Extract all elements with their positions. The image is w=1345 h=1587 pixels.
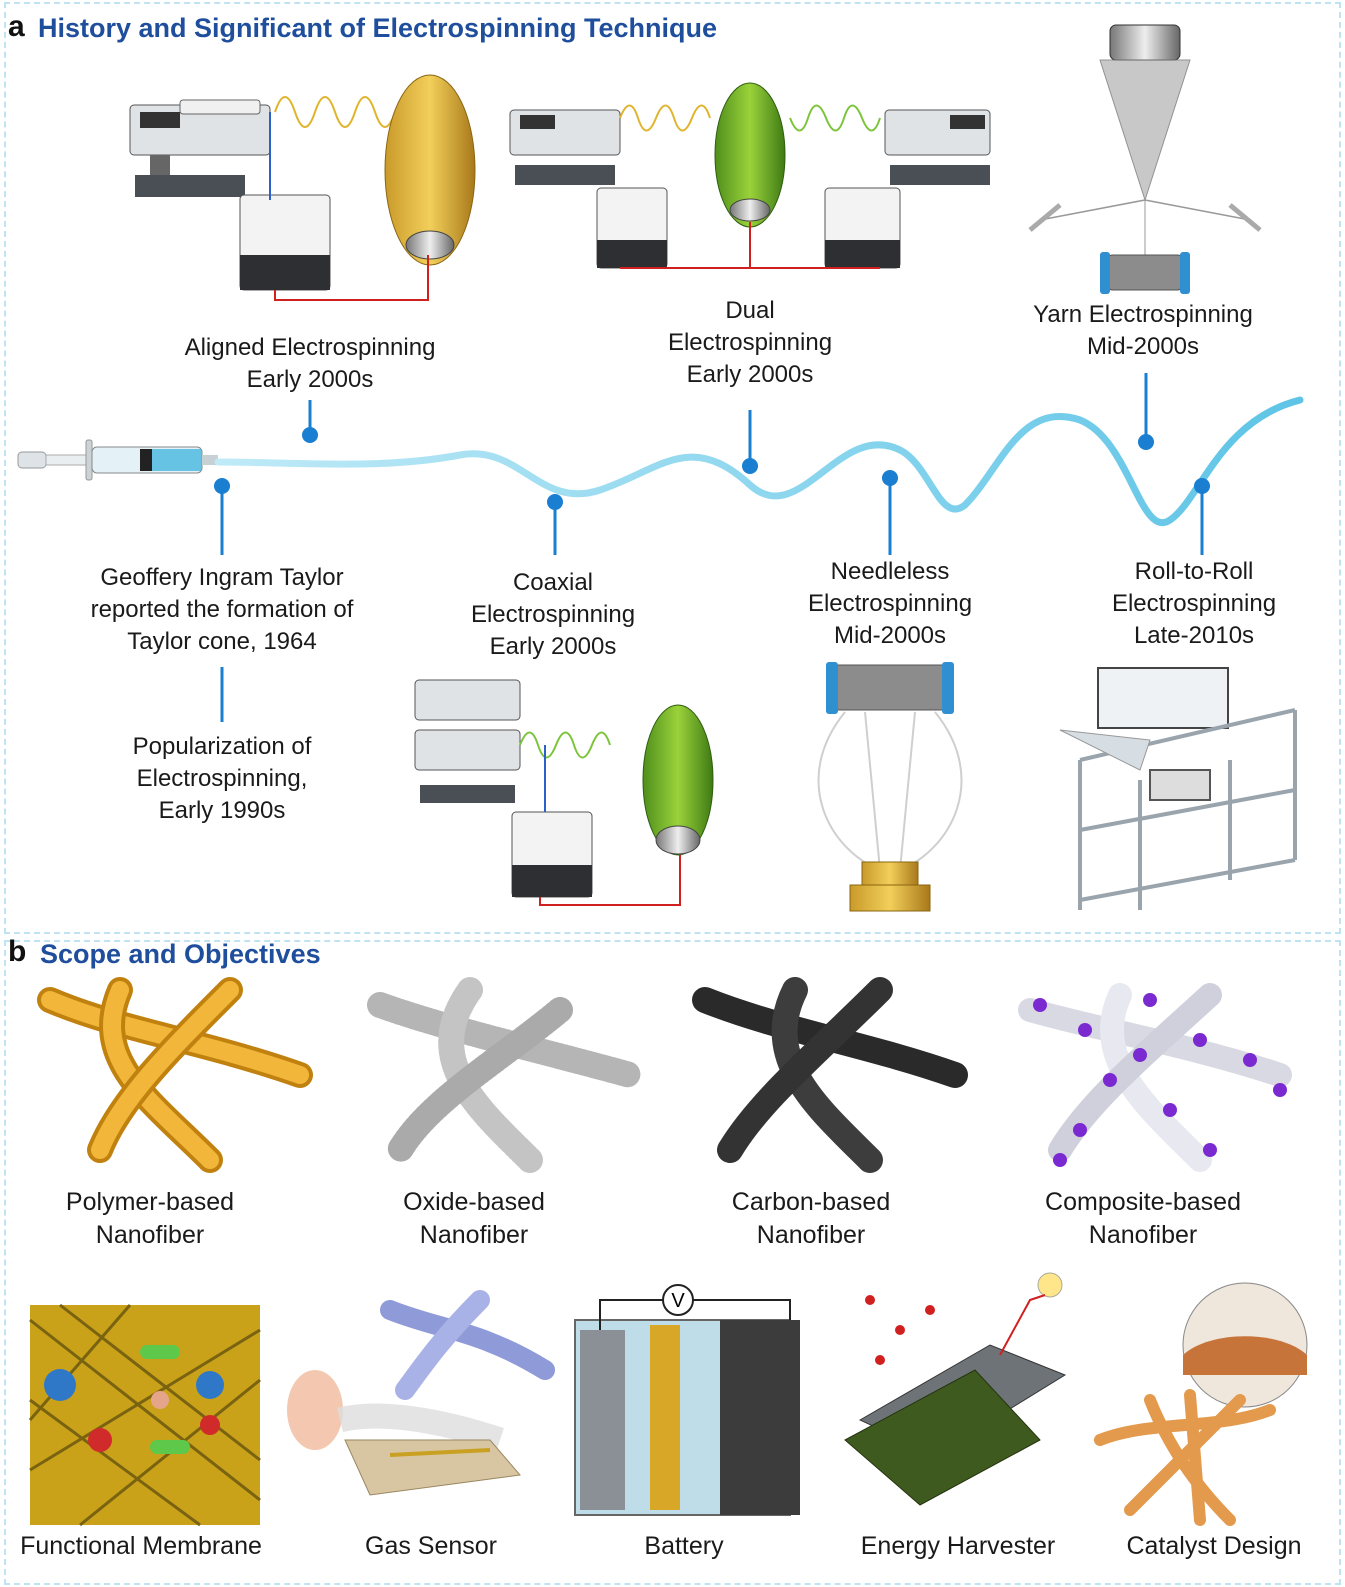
panel-a-letter: a — [8, 10, 25, 43]
dual-setup-illustration — [509, 82, 991, 269]
panel-b-title: Scope and Objectives — [40, 939, 321, 969]
aligned-setup-illustration — [129, 74, 476, 301]
app-gas-sensor-label: Gas Sensor — [364, 1532, 498, 1560]
app-battery-label: Battery — [644, 1532, 724, 1560]
coaxial-setup-illustration — [414, 679, 714, 906]
panel-b-letter: b — [8, 935, 27, 968]
panel-a-title: History and Significant of Electrospinni… — [38, 13, 718, 43]
oxide-nanofiber-illustration — [367, 977, 643, 1173]
voltmeter-label: V — [671, 1290, 685, 1312]
yarn-setup-illustration — [1028, 24, 1262, 294]
roll-to-roll-illustration — [1059, 667, 1297, 910]
panel-b — [4, 940, 1341, 1585]
membrane-illustration — [28, 1303, 261, 1527]
needleless-setup-illustration — [817, 662, 963, 912]
composite-nanofiber-illustration — [1018, 983, 1292, 1172]
catalyst-illustration — [1094, 1282, 1308, 1526]
battery-illustration: V — [574, 1284, 800, 1516]
app-catalyst-label: Catalyst Design — [1126, 1532, 1302, 1560]
panel-a — [4, 2, 1341, 934]
gas-sensor-illustration — [287, 1290, 555, 1496]
app-energy-harvester-label: Energy Harvester — [860, 1532, 1056, 1560]
carbon-nanofiber-illustration — [692, 977, 968, 1173]
timeline-pins — [214, 373, 1210, 722]
fiber-path — [214, 396, 1304, 526]
app-membrane-label: Functional Membrane — [20, 1532, 262, 1560]
syringe — [17, 439, 218, 481]
polymer-nanofiber-illustration — [37, 977, 313, 1173]
energy-harvester-illustration — [844, 1272, 1067, 1506]
